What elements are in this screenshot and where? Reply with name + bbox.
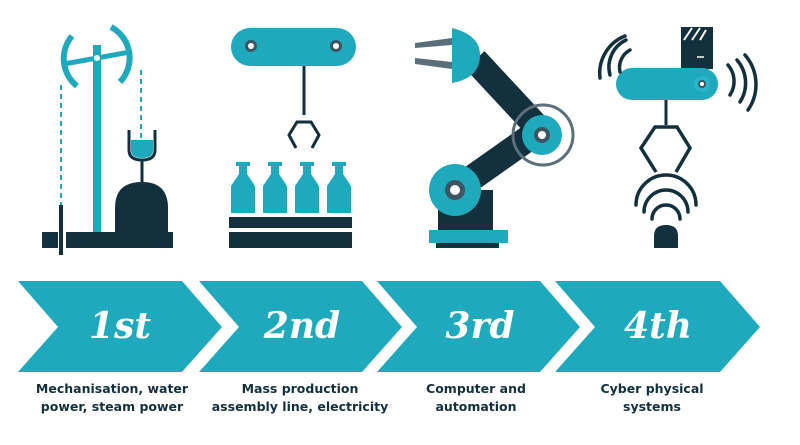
wireless-robot-icon bbox=[597, 27, 758, 248]
caption-line: assembly line, electricity bbox=[211, 399, 389, 414]
stage-3-label: 3rd bbox=[445, 305, 515, 347]
steam-engine-icon bbox=[42, 24, 173, 255]
stage-1-label: 1st bbox=[89, 305, 151, 347]
caption-line: Mass production bbox=[241, 381, 359, 396]
stage-3-caption: Computer and automation bbox=[376, 380, 576, 416]
stage-2-caption: Mass production assembly line, electricit… bbox=[200, 380, 400, 416]
caption-line: power, steam power bbox=[40, 399, 184, 414]
chevron-stage-4 bbox=[555, 281, 760, 372]
chevron-stage-3 bbox=[377, 281, 580, 372]
caption-line: systems bbox=[623, 399, 681, 414]
stage-4-label: 4th bbox=[624, 305, 692, 347]
caption-line: Mechanisation, water bbox=[35, 381, 189, 396]
stage-4-caption: Cyber physical systems bbox=[552, 380, 752, 416]
caption-line: Cyber physical bbox=[600, 381, 704, 396]
stage-1-caption: Mechanisation, water power, steam power bbox=[12, 380, 212, 416]
stage-2-label: 2nd bbox=[263, 305, 341, 347]
caption-line: automation bbox=[435, 399, 517, 414]
robot-arm-icon bbox=[415, 28, 575, 248]
caption-line: Computer and bbox=[426, 381, 526, 396]
assembly-line-icon bbox=[229, 28, 356, 248]
chevron-stage-1 bbox=[18, 281, 222, 372]
chevron-stage-2 bbox=[199, 281, 402, 372]
